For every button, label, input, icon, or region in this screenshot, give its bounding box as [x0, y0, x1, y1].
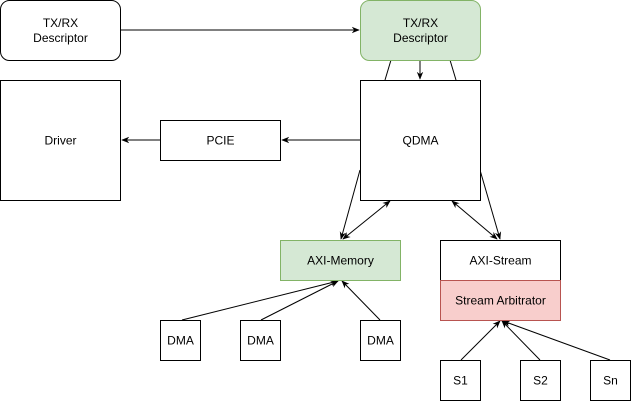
node-stream-arbitrator-label: Stream Arbitrator	[455, 294, 546, 308]
node-s2-label: S2	[533, 374, 548, 388]
edge-dma3-to-axi-memory	[341, 280, 381, 321]
node-stream-arbitrator[interactable]: Stream Arbitrator	[440, 280, 561, 321]
edge-axi-stream-qdma-bidir	[451, 200, 498, 240]
node-desc-right-line2: Descriptor	[393, 31, 448, 45]
node-sn[interactable]: Sn	[590, 360, 631, 401]
edge-sn-to-arbitrator	[502, 320, 611, 361]
edge-desc-right-qdma-line-right	[449, 59, 457, 81]
node-pcie[interactable]: PCIE	[160, 120, 281, 161]
node-dma-1-box	[160, 320, 201, 361]
node-s2[interactable]: S2	[520, 360, 561, 401]
node-s1-box	[440, 360, 481, 401]
node-s2-box	[520, 360, 561, 401]
node-desc-left-box	[0, 0, 121, 61]
node-dma-3-label: DMA	[367, 334, 394, 348]
node-driver-label: Driver	[45, 134, 77, 148]
node-pcie-box	[160, 120, 281, 161]
node-qdma-label: QDMA	[403, 134, 439, 148]
node-axi-memory-box	[280, 240, 401, 281]
node-qdma-box	[360, 80, 481, 201]
edge-qdma-to-axi-memory	[339, 169, 361, 240]
node-axi-stream-box	[440, 240, 561, 281]
node-s1[interactable]: S1	[440, 360, 481, 401]
node-driver[interactable]: Driver	[0, 80, 121, 201]
node-desc-left-line1: TX/RX	[43, 16, 78, 30]
node-dma-1-label: DMA	[167, 334, 194, 348]
node-stream-arbitrator-box	[440, 280, 561, 321]
edge-s1-to-arbitrator	[460, 320, 501, 361]
node-desc-right-line1: TX/RX	[403, 16, 438, 30]
node-axi-memory[interactable]: AXI-Memory	[280, 240, 401, 281]
node-desc-left[interactable]: TX/RX Descriptor	[0, 0, 121, 61]
edge-desc-right-qdma-line-left	[384, 59, 392, 81]
node-dma-3-box	[360, 320, 401, 361]
edge-dma1-to-axi-memory	[181, 279, 339, 321]
node-axi-stream[interactable]: AXI-Stream	[440, 240, 561, 281]
edge-axi-memory-qdma-bidir	[342, 200, 391, 240]
node-axi-stream-label: AXI-Stream	[469, 254, 531, 268]
node-qdma[interactable]: QDMA	[360, 80, 481, 201]
node-pcie-label: PCIE	[206, 134, 234, 148]
node-dma-2-box	[240, 320, 281, 361]
node-dma-2[interactable]: DMA	[240, 320, 281, 361]
node-driver-box	[0, 80, 121, 201]
node-s1-label: S1	[453, 374, 468, 388]
node-dma-3[interactable]: DMA	[360, 320, 401, 361]
edge-dma2-to-axi-memory	[260, 280, 339, 321]
node-desc-left-line2: Descriptor	[33, 31, 88, 45]
node-dma-2-label: DMA	[247, 334, 274, 348]
node-dma-1[interactable]: DMA	[160, 320, 201, 361]
edges	[120, 26, 611, 361]
edge-s2-to-arbitrator	[501, 320, 541, 361]
node-sn-label: Sn	[603, 374, 618, 388]
node-sn-box	[590, 360, 631, 401]
edge-qdma-to-axi-stream	[479, 169, 502, 240]
node-desc-right-box	[360, 0, 481, 61]
node-axi-memory-label: AXI-Memory	[307, 254, 374, 268]
node-desc-right[interactable]: TX/RX Descriptor	[360, 0, 481, 61]
